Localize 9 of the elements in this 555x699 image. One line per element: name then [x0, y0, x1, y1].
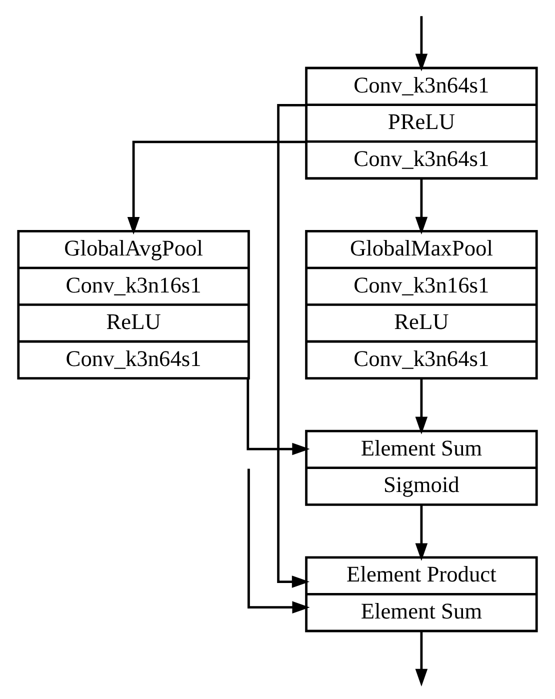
arrow — [415, 631, 428, 686]
arrow — [127, 140, 306, 235]
arrow — [248, 468, 310, 614]
arrow — [415, 505, 428, 561]
arrow — [415, 16, 428, 72]
arrow — [415, 178, 428, 234]
arrow — [246, 378, 310, 456]
arrow — [415, 378, 428, 434]
arrow — [277, 104, 310, 588]
